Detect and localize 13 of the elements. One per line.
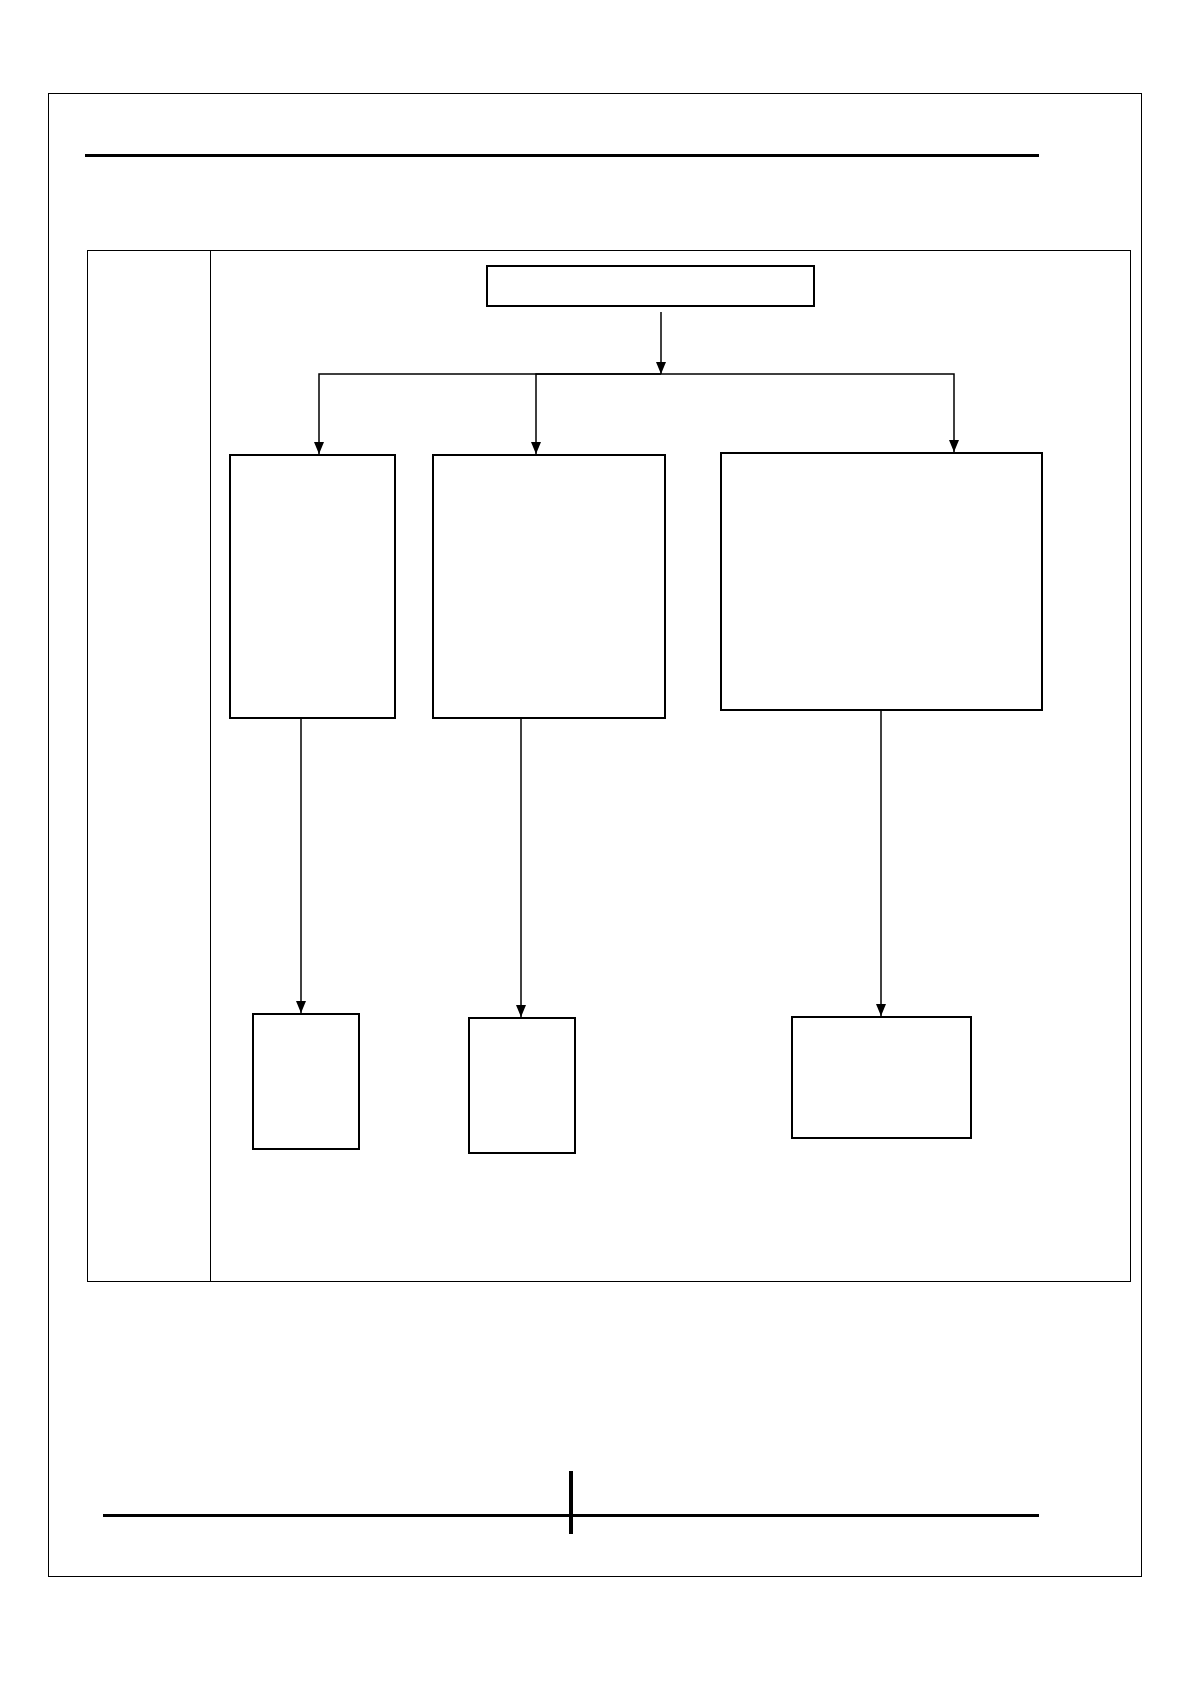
arrow xyxy=(296,718,306,1014)
process-box xyxy=(229,454,396,719)
process-box xyxy=(720,452,1043,711)
process-box xyxy=(486,265,815,307)
process-box xyxy=(432,454,666,719)
arrow xyxy=(516,718,526,1018)
arrow xyxy=(531,373,662,455)
process-box xyxy=(252,1013,360,1150)
arrow xyxy=(660,373,959,453)
process-box xyxy=(468,1017,576,1154)
arrow xyxy=(876,710,886,1017)
arrow xyxy=(656,311,666,375)
process-box xyxy=(791,1016,972,1139)
